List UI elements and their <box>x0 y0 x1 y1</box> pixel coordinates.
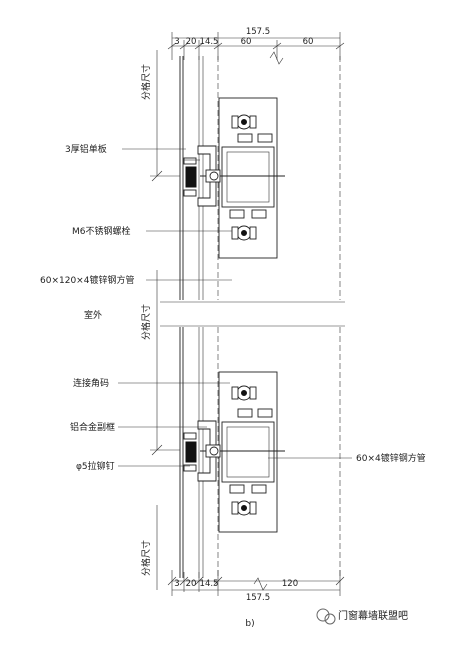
label-bolt: M6不锈钢螺栓 <box>72 225 131 237</box>
label-exterior: 室外 <box>84 309 102 321</box>
vertical-dimension-lines: 分格尺寸 分格尺寸 分格尺寸 <box>140 50 180 590</box>
label-rect-tube-small: 60×4镀锌钢方管 <box>356 452 426 464</box>
left-annotations: 3厚铝单板 M6不锈钢螺栓 60×120×4镀锌钢方管 室外 连接角码 铝合金副… <box>40 143 232 472</box>
upper-steel-tube-outer <box>221 146 275 208</box>
top-dim-60-a: 60 <box>241 37 252 47</box>
bottom-total-dimension: 157.5 <box>246 593 270 603</box>
lower-steel-tube-inner <box>226 426 270 478</box>
lower-sub-frame <box>197 420 217 482</box>
right-annotations: 60×4镀锌钢方管 <box>268 452 426 464</box>
grid-size-label-bottom: 分格尺寸 <box>140 540 152 576</box>
lower-connection-assembly <box>183 371 285 533</box>
upper-steel-tube-inner <box>226 151 270 203</box>
bottom-dim-20: 20 <box>186 579 197 589</box>
label-rivet: φ5拉铆钉 <box>76 460 115 472</box>
upper-sub-frame <box>197 145 217 207</box>
top-dim-14-5: 14.5 <box>200 37 219 47</box>
wall-section-upper <box>179 51 341 300</box>
label-rect-tube-large: 60×120×4镀锌钢方管 <box>40 274 134 286</box>
top-dim-60-b: 60 <box>303 37 314 47</box>
bottom-dim-120: 120 <box>282 579 298 589</box>
wall-section-lower <box>179 327 341 578</box>
top-dim-3: 3 <box>174 37 179 47</box>
wechat-logo-icon <box>316 608 330 622</box>
bottom-dim-14-5: 14.5 <box>200 579 219 589</box>
upper-rivet-icon <box>185 166 197 188</box>
top-dimension-chain: 157.5 3 20 14.5 60 60 <box>167 27 345 60</box>
label-sub-frame: 铝合金副框 <box>70 421 115 433</box>
bottom-dim-3: 3 <box>174 579 179 589</box>
watermark-text: 门窗幕墙联盟吧 <box>338 609 408 622</box>
lower-rivet-icon <box>185 441 197 463</box>
lower-steel-tube-outer <box>221 421 275 483</box>
break-band <box>160 301 346 327</box>
top-dim-20: 20 <box>186 37 197 47</box>
upper-connection-assembly <box>183 97 285 259</box>
grid-size-label-top: 分格尺寸 <box>140 64 152 100</box>
grid-size-label-mid: 分格尺寸 <box>140 304 152 340</box>
watermark: 门窗幕墙联盟吧 <box>316 608 408 625</box>
label-aluminum-panel: 3厚铝单板 <box>65 143 107 155</box>
top-total-dimension: 157.5 <box>246 27 270 37</box>
label-angle-connector: 连接角码 <box>73 377 109 389</box>
bottom-dimension-chain: 3 20 14.5 120 157.5 <box>167 570 345 603</box>
figure-caption: b) <box>245 619 254 629</box>
